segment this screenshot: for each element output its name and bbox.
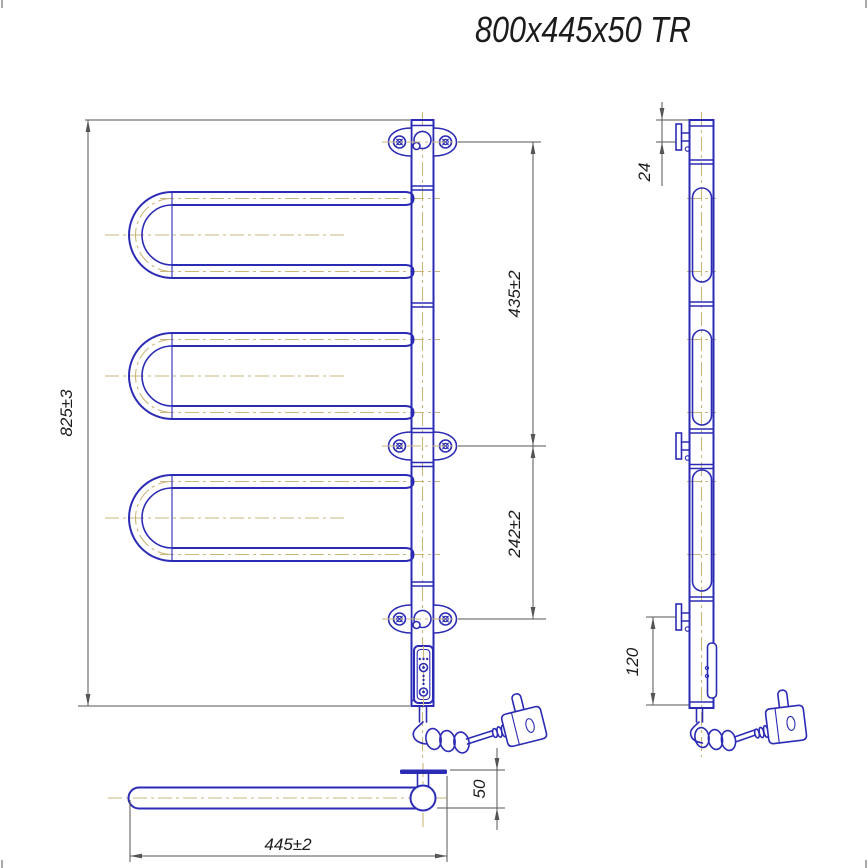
mounting-bracket-top [382, 127, 463, 157]
column-side [688, 119, 715, 709]
control-panel-front [413, 645, 434, 706]
front-view [105, 112, 548, 760]
bracket-side-top [675, 123, 691, 152]
mounting-bracket-bottom [382, 604, 463, 634]
towel-bar-slot-1 [691, 187, 713, 283]
bracket-side-middle [675, 432, 691, 461]
dimension-depth: 50 [437, 748, 505, 830]
dim-text-bottom-offset: 120 [623, 647, 642, 676]
dim-text-height: 825±3 [57, 389, 76, 437]
wall-bracket-plate [400, 769, 447, 774]
towel-bar-top [127, 786, 419, 810]
dim-text-width: 445±2 [264, 835, 312, 854]
towel-loop-2 [105, 332, 440, 420]
cable-outlet-side [695, 707, 704, 723]
dimension-lower-span: 242±2 [505, 446, 536, 619]
dimension-width: 445±2 [129, 776, 448, 862]
cable-outlet-front [418, 705, 428, 723]
dimension-bottom-offset: 120 [623, 616, 689, 706]
towel-bar-slot-2 [691, 329, 713, 426]
power-cable-side [689, 721, 774, 752]
top-view [108, 763, 450, 829]
dimension-height: 825±3 [57, 119, 410, 707]
dim-text-upper-span: 435±2 [505, 270, 524, 318]
knob-icon [418, 687, 429, 697]
dim-text-depth: 50 [470, 779, 489, 798]
mounting-bracket-middle [382, 431, 463, 461]
towel-bar-slot-3 [691, 469, 713, 592]
control-panel-side [704, 642, 718, 699]
wall-bracket-stem [416, 773, 430, 788]
knob-icon [418, 662, 429, 673]
power-plug-side [764, 689, 808, 745]
drawing-title: 800x445x50 TR [475, 11, 691, 51]
bracket-side-bottom [675, 603, 691, 632]
power-cable-front [412, 721, 517, 754]
towel-loop-3 [105, 474, 440, 562]
power-plug-front [500, 693, 548, 748]
dimension-bracket-offset: 24 [635, 102, 689, 186]
side-view [675, 112, 808, 757]
dim-text-lower-span: 242±2 [505, 510, 524, 559]
dimension-upper-span: 435±2 [458, 141, 546, 620]
towel-loop-1 [105, 191, 440, 279]
column-section-circle [409, 784, 437, 812]
dim-text-bracket-offset: 24 [635, 163, 654, 183]
